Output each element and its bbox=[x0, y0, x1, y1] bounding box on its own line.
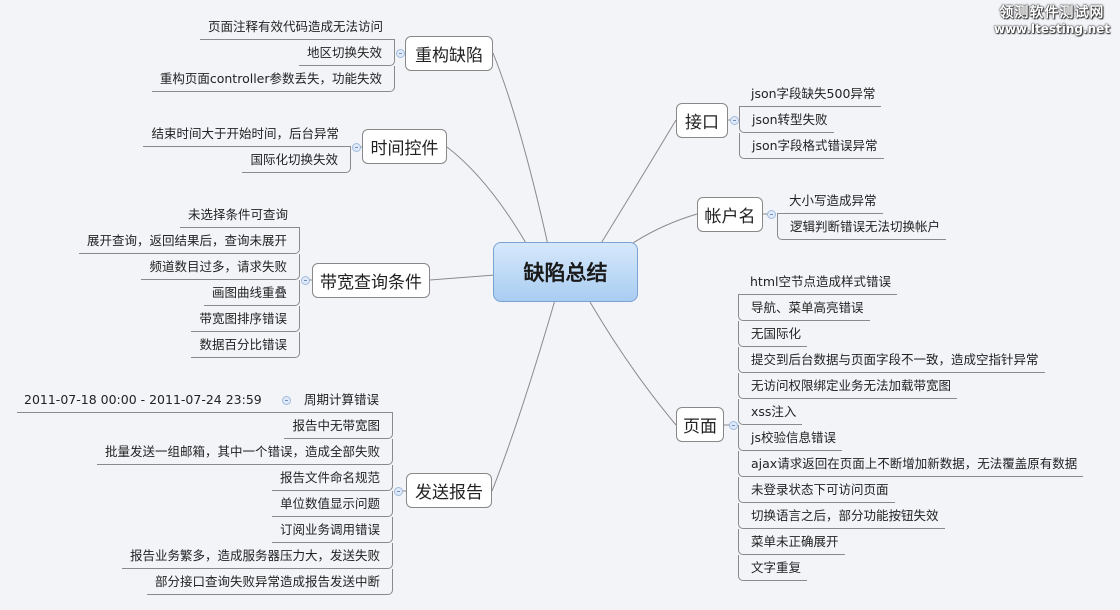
subtopic-item[interactable]: js校验信息错误 bbox=[738, 425, 842, 451]
collapse-icon[interactable] bbox=[301, 276, 310, 285]
subtopic-item[interactable]: 重构页面controller参数丢失，功能失效 bbox=[151, 66, 395, 92]
subtopic-item[interactable]: 提交到后台数据与页面字段不一致，造成空指针异常 bbox=[738, 347, 1045, 373]
subtopic-item[interactable]: 文字重复 bbox=[738, 555, 808, 581]
subtopic-item[interactable]: xss注入 bbox=[738, 399, 803, 425]
topic-bandwidth-query[interactable]: 带宽查询条件 bbox=[312, 263, 430, 298]
subtopic-item[interactable]: 国际化切换失效 bbox=[242, 147, 351, 173]
subtopic-item[interactable]: json字段缺失500异常 bbox=[739, 81, 882, 107]
topic-send-report[interactable]: 发送报告 bbox=[406, 473, 492, 508]
watermark-name: 领测软件测试网 bbox=[999, 5, 1105, 21]
subtopic-item[interactable]: 周期计算错误 bbox=[17, 387, 393, 413]
subtopic-item[interactable]: 未选择条件可查询 bbox=[179, 202, 300, 228]
subtopic-item[interactable]: 菜单未正确展开 bbox=[738, 529, 845, 555]
subtopic-item[interactable]: 报告文件命名规范 bbox=[271, 465, 393, 491]
collapse-icon[interactable] bbox=[730, 116, 739, 125]
subtopic-item[interactable]: 单位数值显示问题 bbox=[271, 491, 393, 517]
watermark-url: www.ltesting.net bbox=[993, 22, 1110, 36]
topic-page[interactable]: 页面 bbox=[676, 407, 724, 442]
subtopic-item[interactable]: 无访问权限绑定业务无法加载带宽图 bbox=[738, 373, 958, 399]
subtopic-item[interactable]: 频道数目过多，请求失败 bbox=[141, 254, 300, 280]
topic-time-control[interactable]: 时间控件 bbox=[362, 129, 447, 164]
subtopic-item[interactable]: ajax请求返回在页面上不断增加新数据，无法覆盖原有数据 bbox=[738, 451, 1084, 477]
subtopic-item[interactable]: 带宽图排序错误 bbox=[191, 306, 300, 332]
subtopic-item[interactable]: 画图曲线重叠 bbox=[203, 280, 300, 306]
date-range-label[interactable]: 2011-07-18 00:00 - 2011-07-24 23:59 bbox=[24, 392, 262, 407]
subtopic-item[interactable]: 无国际化 bbox=[738, 321, 808, 347]
subtopic-item[interactable]: 数据百分比错误 bbox=[191, 332, 300, 358]
subtopic-item[interactable]: 导航、菜单高亮错误 bbox=[738, 295, 870, 321]
subtopic-item[interactable]: 订阅业务调用错误 bbox=[271, 517, 393, 543]
collapse-icon[interactable] bbox=[394, 487, 403, 496]
topic-api[interactable]: 接口 bbox=[676, 103, 728, 138]
subtopic-item[interactable]: 地区切换失效 bbox=[298, 40, 395, 66]
subtopic-item[interactable]: 部分接口查询失败异常造成报告发送中断 bbox=[146, 569, 393, 595]
topic-refactor[interactable]: 重构缺陷 bbox=[405, 36, 493, 71]
subtopic-item[interactable]: 展开查询，返回结果后，查询未展开 bbox=[78, 228, 300, 254]
collapse-icon[interactable] bbox=[282, 396, 291, 405]
subtopic-item[interactable]: 未登录状态下可访问页面 bbox=[738, 477, 895, 503]
subtopic-item[interactable]: 页面注释有效代码造成无法访问 bbox=[199, 14, 395, 40]
watermark-logo: 领测软件测试网 www.ltesting.net bbox=[994, 5, 1110, 37]
central-topic[interactable]: 缺陷总结 bbox=[493, 242, 638, 302]
subtopic-item[interactable]: 切换语言之后，部分功能按钮失效 bbox=[738, 503, 945, 529]
subtopic-item[interactable]: 逻辑判断错误无法切换帐户 bbox=[777, 214, 947, 240]
subtopic-item[interactable]: 报告中无带宽图 bbox=[284, 413, 393, 439]
collapse-icon[interactable] bbox=[352, 143, 361, 152]
collapse-icon[interactable] bbox=[767, 210, 776, 219]
topic-account[interactable]: 帐户名 bbox=[697, 197, 763, 232]
subtopic-item[interactable]: 结束时间大于开始时间，后台异常 bbox=[143, 121, 351, 147]
subtopic-item[interactable]: json转型失败 bbox=[739, 107, 834, 133]
subtopic-item[interactable]: 批量发送一组邮箱，其中一个错误，造成全部失败 bbox=[96, 439, 393, 465]
subtopic-item[interactable]: 大小写造成异常 bbox=[777, 188, 883, 214]
collapse-icon[interactable] bbox=[729, 421, 738, 430]
subtopic-item[interactable]: 报告业务繁多，造成服务器压力大，发送失败 bbox=[121, 543, 393, 569]
subtopic-item[interactable]: json字段格式错误异常 bbox=[739, 133, 884, 159]
subtopic-item[interactable]: html空节点造成样式错误 bbox=[738, 269, 897, 295]
collapse-icon[interactable] bbox=[396, 49, 405, 58]
